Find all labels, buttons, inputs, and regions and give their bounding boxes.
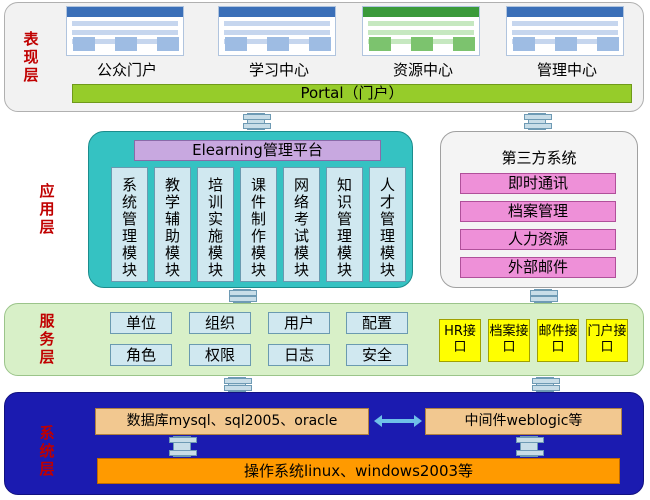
bidirectional-arrow [374, 415, 422, 427]
service-layer-label: 服务层 [39, 312, 55, 366]
service-permission: 权限 [189, 344, 251, 366]
portal-learning: 学习中心 [248, 61, 309, 79]
interface-mail: 邮件接口 [537, 319, 579, 362]
portal-screenshot-management [506, 6, 624, 56]
portal-screenshot-resource [362, 6, 480, 56]
service-user: 用户 [268, 312, 330, 334]
module-talent-management: 人才管理模块 [369, 167, 406, 282]
portal-public: 公众门户 [96, 61, 157, 79]
module-training-implementation: 培训实施模块 [197, 167, 234, 282]
module-courseware-production: 课件制作模块 [240, 167, 277, 282]
service-configuration: 配置 [346, 312, 408, 334]
middleware-box: 中间件weblogic等 [425, 408, 622, 435]
database-box: 数据库mysql、sql2005、oracle [95, 408, 369, 435]
service-security: 安全 [346, 344, 408, 366]
module-knowledge-management: 知识管理模块 [326, 167, 363, 282]
connector-arrow [243, 113, 271, 130]
service-unit: 单位 [110, 312, 172, 334]
portal-resource: 资源中心 [392, 61, 453, 79]
portal-screenshot-learning [218, 6, 336, 56]
third-party-title: 第三方系统 [501, 149, 577, 167]
connector-arrow [224, 377, 252, 392]
system-layer-label: 系统层 [39, 424, 55, 478]
connector-arrow [532, 377, 560, 392]
portal-management: 管理中心 [536, 61, 597, 79]
interface-archive: 档案接口 [488, 319, 530, 362]
connector-arrow [516, 436, 544, 457]
connector-arrow [229, 289, 257, 303]
module-system-management: 系统管理模块 [111, 167, 148, 282]
interface-portal: 门户接口 [586, 319, 628, 362]
service-role: 角色 [110, 344, 172, 366]
portal-screenshot-public [66, 6, 184, 56]
third-party-external-mail: 外部邮件 [460, 257, 616, 278]
portal-bar: Portal（门户） [72, 84, 632, 103]
service-log: 日志 [268, 344, 330, 366]
third-party-human-resources: 人力资源 [460, 229, 616, 250]
third-party-instant-messaging: 即时通讯 [460, 173, 616, 194]
connector-arrow [169, 436, 197, 457]
platform-title: Elearning管理平台 [134, 140, 381, 161]
third-party-archive-management: 档案管理 [460, 201, 616, 222]
connector-arrow [530, 289, 558, 303]
application-layer-label: 应用层 [39, 182, 55, 236]
service-organization: 组织 [189, 312, 251, 334]
operating-system-bar: 操作系统linux、windows2003等 [97, 458, 620, 484]
module-teaching-assistance: 教学辅助模块 [154, 167, 191, 282]
presentation-layer-label: 表现层 [23, 30, 39, 84]
module-online-exam: 网络考试模块 [283, 167, 320, 282]
connector-arrow [524, 113, 552, 130]
interface-hr: HR接口 [439, 319, 481, 362]
